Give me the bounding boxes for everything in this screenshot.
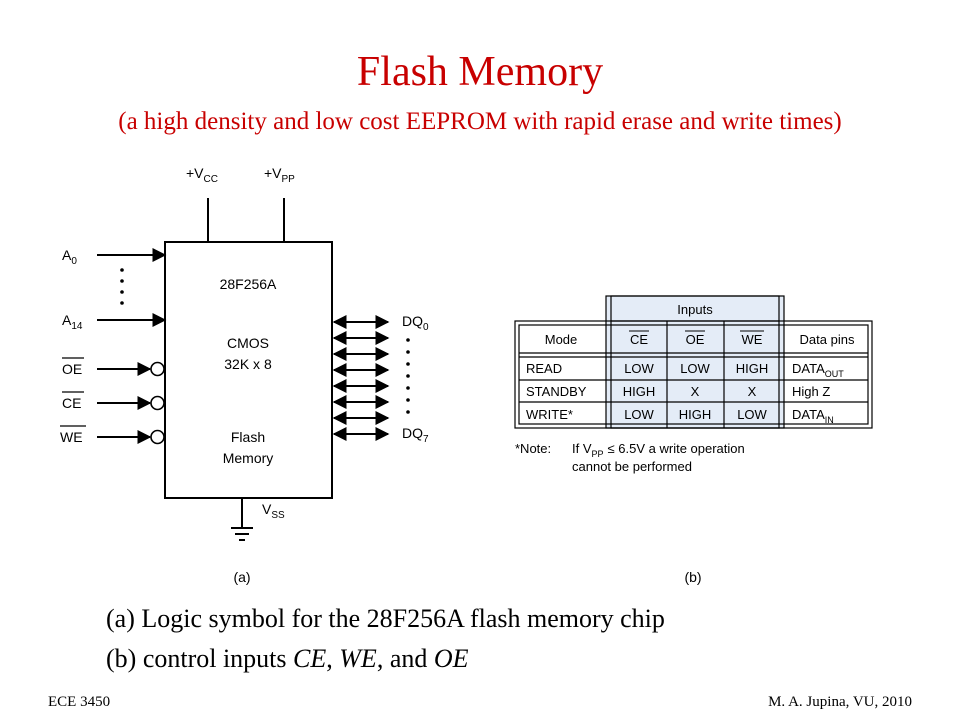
we-label: WE <box>60 429 83 445</box>
row-ce: LOW <box>624 407 654 422</box>
caption-a: (a) Logic symbol for the 28F256A flash m… <box>106 604 665 633</box>
chip-body <box>164 241 333 499</box>
dq0-label: DQ0 <box>402 313 429 333</box>
chip-technology: CMOS <box>227 335 269 351</box>
row-data: High Z <box>792 384 830 399</box>
address-dots <box>120 268 124 305</box>
row-we: LOW <box>737 407 767 422</box>
a0-label: A0 <box>62 247 77 267</box>
row-oe: LOW <box>680 361 710 376</box>
dq-arrows <box>332 315 390 441</box>
chip-organization: 32K x 8 <box>224 356 272 372</box>
mode-header: Mode <box>545 332 578 347</box>
vpp-label: +VPP <box>264 165 295 185</box>
row-ce: LOW <box>624 361 654 376</box>
note-line1: If VPP≤ 6.5V a write operation <box>572 441 745 459</box>
note-line2: cannot be performed <box>572 459 692 474</box>
footer-course: ECE 3450 <box>48 694 111 710</box>
chip-part-number: 28F256A <box>220 276 277 292</box>
slide-subtitle: (a high density and low cost EEPROM with… <box>118 108 842 135</box>
slide-title: Flash Memory <box>356 49 604 95</box>
row-oe: X <box>691 384 700 399</box>
vss-label: VSS <box>262 501 285 521</box>
footer-author: M. A. Jupina, VU, 2010 <box>768 694 912 710</box>
a14-label: A14 <box>62 312 83 332</box>
row-mode: READ <box>526 361 562 376</box>
dq7-label: DQ7 <box>402 425 429 445</box>
row-mode: STANDBY <box>526 384 587 399</box>
ce-bubble <box>150 395 165 411</box>
row-we: X <box>748 384 757 399</box>
vcc-label: +VCC <box>186 165 218 185</box>
row-oe: HIGH <box>679 407 712 422</box>
oe-bubble <box>150 361 165 377</box>
inputs-header: Inputs <box>677 302 713 317</box>
chip-type-line1: Flash <box>231 429 265 445</box>
figure-label-a: (a) <box>233 569 250 585</box>
row-we: HIGH <box>736 361 769 376</box>
we-header: WE <box>742 332 763 347</box>
ce-label: CE <box>62 395 81 411</box>
row-data: DATAOUT <box>792 361 844 379</box>
row-data: DATAIN <box>792 407 834 425</box>
datapins-header: Data pins <box>800 332 855 347</box>
note-prefix: *Note: <box>515 441 551 456</box>
ce-header: CE <box>630 332 648 347</box>
row-ce: HIGH <box>623 384 656 399</box>
oe-label: OE <box>62 361 82 377</box>
logic-symbol: +VCC +VPP A0 A14 OE CE WE 28F256A CMOS 3… <box>60 165 429 585</box>
we-bubble <box>150 429 165 445</box>
figure-label-b: (b) <box>684 569 701 585</box>
oe-header: OE <box>686 332 705 347</box>
inputs-highlight <box>606 296 784 428</box>
row-mode: WRITE* <box>526 407 573 422</box>
control-table: Inputs Mode CE OE WE Data pins READ LOW … <box>514 295 873 585</box>
caption-b: (b) control inputs CE, WE, and OE <box>106 644 469 673</box>
dq-dots <box>406 338 410 414</box>
table-frame <box>514 320 873 429</box>
chip-type-line2: Memory <box>223 450 274 466</box>
